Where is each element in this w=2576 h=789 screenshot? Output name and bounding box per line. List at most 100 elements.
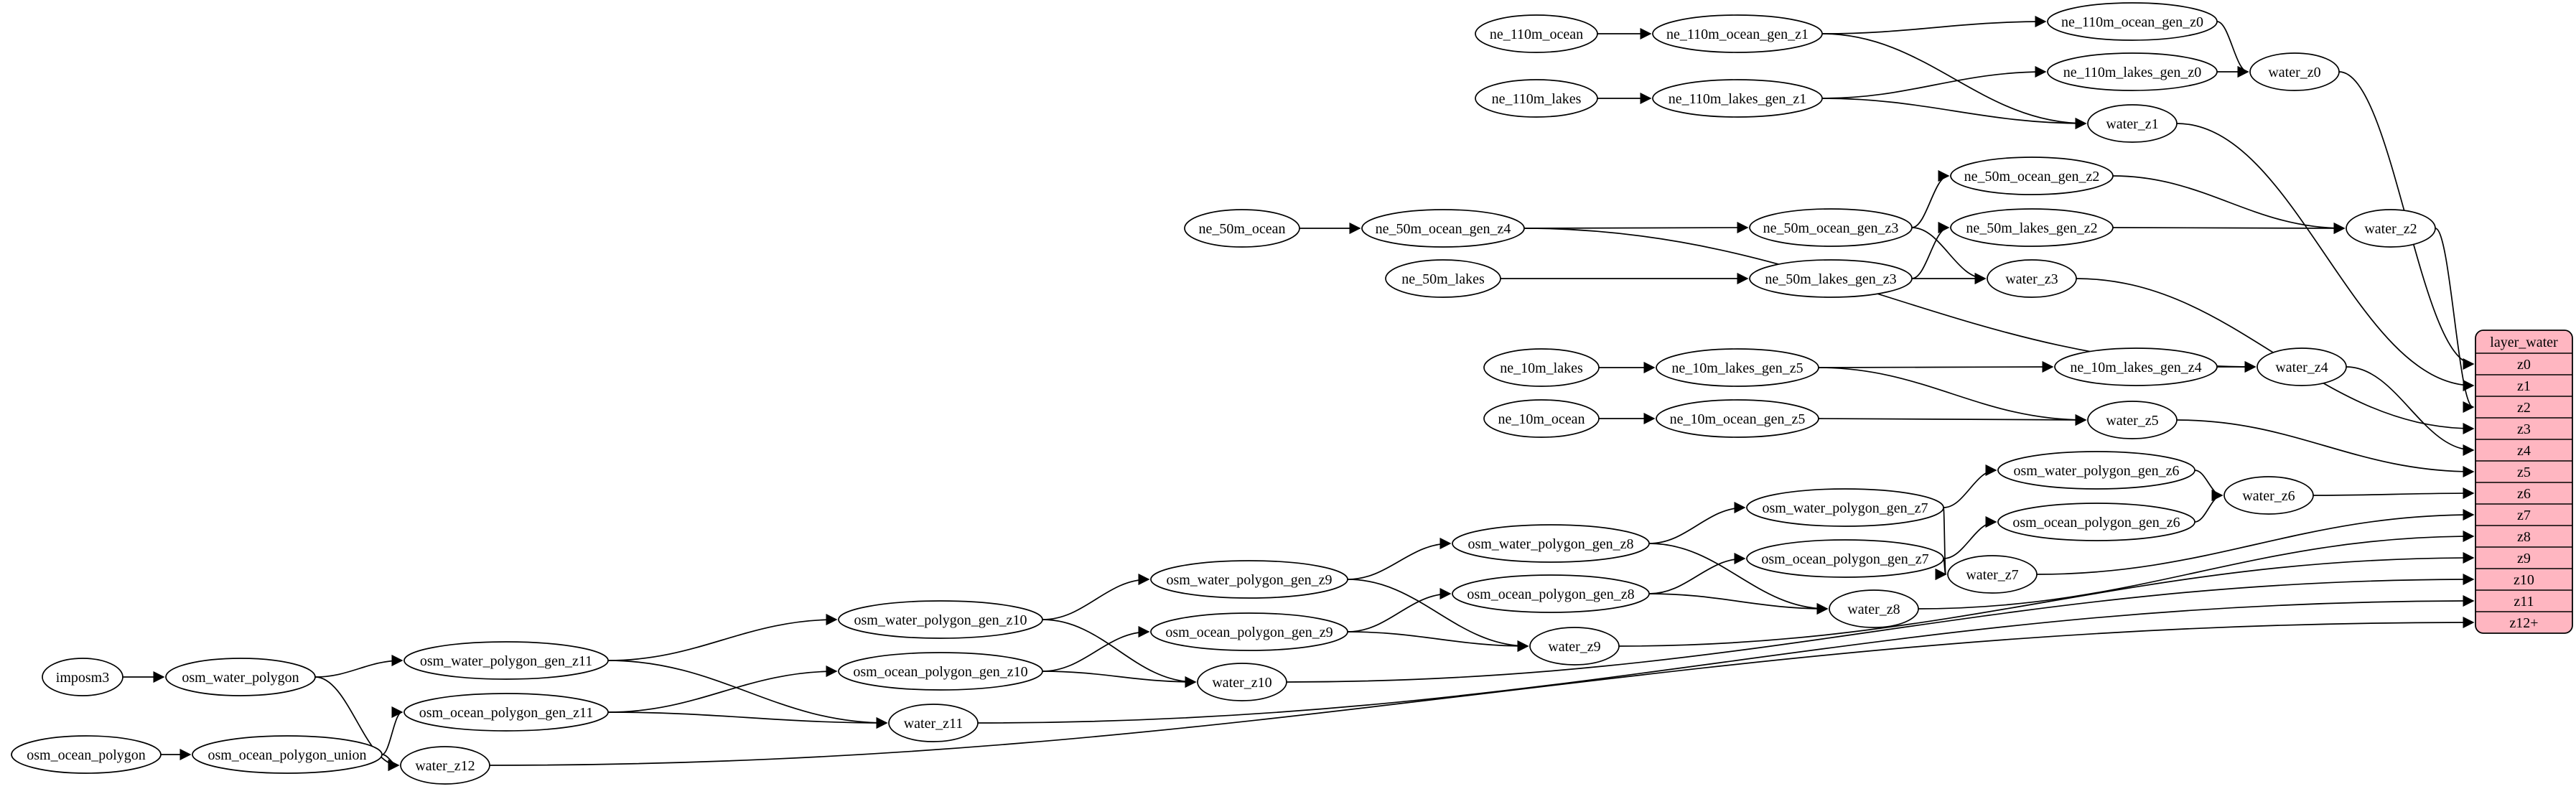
edge-water_z4-to-z4 [2346,366,2475,457]
node-water_z6: water_z6 [2223,476,2314,515]
node-ne_10m_lakes_gen_z4: ne_10m_lakes_gen_z4 [2054,347,2218,386]
edge-osm_water_polygon_gen_z9-to-osm_water_polygon_gen_z8 [1347,537,1452,580]
node-ellipse [1483,348,1600,387]
node-label: ne_50m_lakes [1401,271,1485,287]
edge-osm_ocean_polygon_gen_z10-to-water_z10 [1042,671,1197,688]
edge-ne_50m_ocean_gen_z2-to-water_z2 [2112,175,2346,235]
node-label: ne_10m_ocean_gen_z5 [1670,411,1806,427]
edge-ne_50m_ocean_gen_z4-to-water_z4 [1523,228,2257,373]
node-osm_water_polygon: osm_water_polygon [165,658,316,696]
node-osm_water_polygon_gen_z8: osm_water_polygon_gen_z8 [1452,524,1650,563]
node-water_z4: water_z4 [2257,347,2347,386]
node-ellipse [1950,157,2114,195]
node-ellipse [42,658,123,696]
row-label: z11 [2514,594,2534,610]
node-ellipse [1746,539,1944,578]
edge-osm_ocean_polygon_union-to-osm_ocean_polygon_gen_z11 [381,706,403,755]
node-ellipse [2223,476,2314,515]
node-ellipse [1475,79,1598,118]
node-ne_10m_lakes_gen_z5: ne_10m_lakes_gen_z5 [1656,348,1819,387]
node-ellipse [2346,209,2436,248]
node-ellipse [1150,560,1348,599]
node-osm_water_polygon_gen_z6: osm_water_polygon_gen_z6 [1997,451,2195,490]
row-label: z10 [2514,572,2534,588]
edge-osm_water_polygon_gen_z10-to-water_z10 [1042,619,1197,688]
node-ne_110m_ocean: ne_110m_ocean [1475,14,1598,53]
node-label: water_z9 [1548,639,1600,655]
edge-osm_water_polygon_gen_z11-to-water_z11 [607,660,888,729]
edge-osm_water_polygon_gen_z7-to-osm_water_polygon_gen_z6 [1943,464,1997,508]
edge-ne_10m_lakes_gen_z5-to-ne_10m_lakes_gen_z4 [1818,360,2054,373]
edge-ne_50m_ocean_gen_z3-to-ne_50m_ocean_gen_z2 [1911,169,1950,228]
node-label: osm_water_polygon_gen_z9 [1166,572,1332,588]
node-label: ne_110m_ocean [1490,27,1583,42]
node-ne_110m_ocean_gen_z0: ne_110m_ocean_gen_z0 [2047,2,2218,41]
edge-ne_110m_lakes_gen_z1-to-water_z1 [1821,98,2087,130]
node-ellipse [1749,259,1913,298]
node-label: ne_50m_ocean_gen_z3 [1763,220,1899,236]
node-ellipse [2257,347,2347,386]
node-label: ne_10m_ocean [1498,411,1585,427]
node-label: osm_ocean_polygon_gen_z7 [1761,551,1928,567]
edge-osm_ocean_polygon_gen_z11-to-osm_ocean_polygon_gen_z10 [607,665,838,713]
edge-water_z6-to-z6 [2313,487,2475,500]
node-ne_50m_ocean_gen_z2: ne_50m_ocean_gen_z2 [1950,157,2114,195]
node-label: osm_water_polygon [182,670,299,686]
node-label: water_z0 [2268,65,2320,80]
row-label: z2 [2517,400,2531,416]
edge-ne_110m_ocean_gen_z1-to-ne_110m_ocean_gen_z0 [1821,15,2047,34]
node-ne_50m_ocean_gen_z4: ne_50m_ocean_gen_z4 [1361,209,1525,248]
node-water_z10: water_z10 [1197,663,1287,701]
node-osm_water_polygon_gen_z7: osm_water_polygon_gen_z7 [1746,488,1944,527]
node-water_z12: water_z12 [400,746,490,785]
node-osm_ocean_polygon_gen_z9: osm_ocean_polygon_gen_z9 [1150,612,1348,651]
row-label: z6 [2517,486,2531,502]
edge-water_z7-to-z7 [2036,508,2475,575]
table-title: layer_water [2490,335,2558,350]
edge-osm_ocean_polygon_gen_z8-to-water_z8 [1648,593,1829,615]
node-water_z0: water_z0 [2249,52,2340,91]
node-label: ne_50m_ocean_gen_z2 [1964,169,2100,185]
node-ellipse [192,735,383,774]
node-water_z7: water_z7 [1947,555,2038,594]
node-osm_ocean_polygon_gen_z8: osm_ocean_polygon_gen_z8 [1452,574,1650,613]
row-label: z5 [2517,464,2531,480]
node-label: ne_110m_lakes_gen_z0 [2063,65,2202,80]
edge-osm_ocean_polygon_gen_z9-to-osm_ocean_polygon_gen_z8 [1347,587,1452,632]
table-background [2475,330,2572,633]
row-label: z8 [2517,529,2531,545]
table-row-z2: z2 [2475,396,2572,416]
node-osm_ocean_polygon_gen_z11: osm_ocean_polygon_gen_z11 [403,693,609,732]
node-ellipse [838,600,1043,639]
node-label: osm_ocean_polygon_gen_z10 [853,664,1027,680]
node-ellipse [11,735,162,774]
node-label: imposm3 [56,670,109,686]
node-osm_ocean_polygon_gen_z7: osm_ocean_polygon_gen_z7 [1746,539,1944,578]
node-label: osm_ocean_polygon_gen_z6 [2012,515,2180,531]
edge-ne_50m_lakes_gen_z3-to-ne_50m_lakes_gen_z2 [1911,221,1950,279]
node-ellipse [403,693,609,732]
row-label: z4 [2517,443,2531,459]
node-label: osm_water_polygon_gen_z10 [854,612,1027,628]
node-ellipse [1652,14,1823,53]
node-ellipse [2087,401,2178,439]
node-imposm3: imposm3 [42,658,123,696]
node-label: ne_50m_ocean_gen_z4 [1376,221,1511,237]
node-ellipse [2047,2,2218,41]
node-label: osm_ocean_polygon [27,747,146,763]
row-label: z12+ [2509,615,2538,631]
node-water_z3: water_z3 [1987,259,2077,298]
node-label: osm_ocean_polygon_union [207,747,366,763]
node-ellipse [1452,524,1650,563]
edge-water_z9-to-z9 [1618,551,2475,647]
table-row-z9: z9 [2475,546,2572,566]
node-label: osm_water_polygon_gen_z6 [2013,463,2179,479]
node-ellipse [1652,79,1823,118]
edge-osm_ocean_polygon_gen_z6-to-water_z6 [2194,489,2223,523]
edge-osm_ocean_polygon_union-to-water_z12 [381,754,400,772]
node-ellipse [2249,52,2340,91]
edge-ne_110m_ocean_gen_z1-to-water_z1 [1821,33,2087,130]
node-ellipse [1987,259,2077,298]
